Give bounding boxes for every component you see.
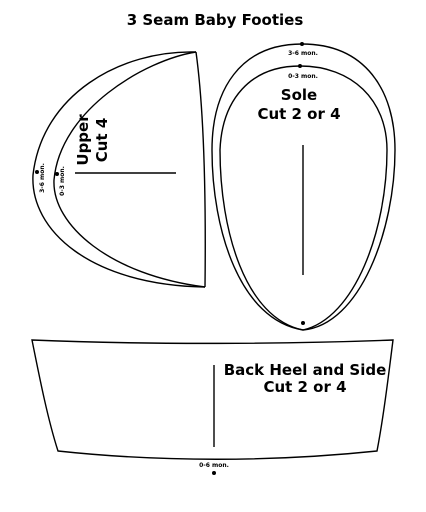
heel-pattern-piece bbox=[31, 339, 394, 460]
sole-size-label-0-3: 0-3 mon. bbox=[288, 73, 318, 80]
heel-size-label: 0-6 mon. bbox=[199, 462, 229, 469]
upper-cut-label: Cut 4 bbox=[93, 118, 111, 163]
upper-outline-0-3-mon bbox=[53, 51, 206, 288]
sole-size-label-3-6: 3-6 mon. bbox=[288, 50, 318, 57]
upper-size-label-3-6: 3-6 mon. bbox=[39, 163, 46, 193]
upper-outline-3-6-mon bbox=[32, 51, 206, 288]
upper-size-dot-3-6 bbox=[35, 170, 39, 174]
sole-cut-label: Cut 2 or 4 bbox=[257, 105, 340, 123]
sole-heel-dot bbox=[301, 321, 305, 325]
heel-cut-label: Cut 2 or 4 bbox=[263, 378, 346, 396]
upper-size-label-0-3: 0-3 mon. bbox=[59, 166, 66, 196]
sole-pattern-piece bbox=[211, 43, 396, 331]
upper-straight-edge bbox=[195, 51, 206, 288]
page-title: 3 Seam Baby Footies bbox=[127, 11, 304, 29]
sole-outline-0-3-mon bbox=[219, 65, 388, 331]
sole-size-dot-0-3 bbox=[298, 64, 302, 68]
heel-outline bbox=[31, 339, 394, 460]
sole-label: Sole bbox=[281, 86, 317, 104]
heel-size-dot bbox=[212, 471, 216, 475]
sole-size-dot-3-6 bbox=[300, 42, 304, 46]
upper-label: Upper bbox=[74, 114, 92, 166]
heel-label: Back Heel and Side bbox=[224, 361, 387, 379]
upper-pattern-piece bbox=[32, 51, 206, 288]
upper-size-dot-0-3 bbox=[55, 172, 59, 176]
